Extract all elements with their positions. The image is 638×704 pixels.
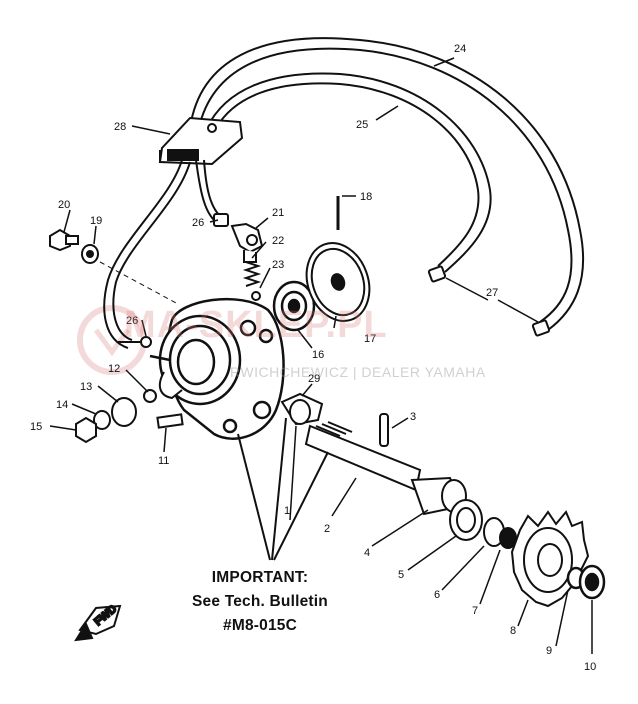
- important-pointer-lines: [237, 417, 329, 561]
- part-label-11: 11: [158, 455, 169, 467]
- fasteners: [49, 228, 184, 444]
- part-label-25: 25: [356, 119, 368, 131]
- part-label-26-lower: 26: [126, 315, 138, 327]
- important-note: IMPORTANT: See Tech. Bulletin #M8-015C: [160, 566, 360, 638]
- part-label-3: 3: [410, 411, 416, 423]
- watermark-subtext: RWICHCHEWICZ | DEALER YAMAHA: [230, 364, 486, 380]
- important-note-bulletin: #M8-015C: [223, 617, 297, 634]
- inlet-hose: [103, 159, 221, 349]
- part-label-20: 20: [58, 199, 70, 211]
- part-label-5: 5: [398, 569, 404, 581]
- part-label-4: 4: [364, 547, 370, 559]
- part-label-28: 28: [114, 121, 126, 133]
- part-label-24: 24: [454, 43, 466, 55]
- part-label-15: 15: [30, 421, 42, 433]
- watermark-text: MA-SKLEP.PL: [124, 304, 388, 346]
- part-label-17: 17: [364, 333, 376, 345]
- part-label-19: 19: [90, 215, 102, 227]
- part-label-12: 12: [108, 363, 120, 375]
- part-label-27: 27: [486, 287, 498, 299]
- part-label-23: 23: [272, 259, 284, 271]
- part-label-21: 21: [272, 207, 284, 219]
- part-label-14: 14: [56, 399, 68, 411]
- part-label-8: 8: [510, 625, 516, 637]
- part-label-16: 16: [312, 349, 324, 361]
- spring-and-pin: [242, 261, 262, 301]
- part-label-29: 29: [308, 373, 320, 385]
- part-label-22: 22: [272, 235, 284, 247]
- washers: [449, 499, 517, 549]
- part-label-6: 6: [434, 589, 440, 601]
- part-labels: 28 24 25 18 27 20 19 21 22 23 26 26 17 1…: [30, 43, 596, 673]
- important-note-reference: See Tech. Bulletin: [192, 593, 328, 610]
- drive-shaft: [280, 392, 422, 492]
- important-note-heading: IMPORTANT:: [211, 569, 309, 586]
- hose-end-fittings: [427, 265, 551, 337]
- delivery-hoses: [189, 37, 585, 331]
- pin-3: [379, 413, 389, 447]
- part-label-1: 1: [284, 505, 290, 517]
- bearing: [272, 280, 316, 332]
- part-label-7: 7: [472, 605, 478, 617]
- pump-lever: [143, 371, 183, 403]
- leader-lines: [49, 57, 593, 654]
- part-label-2: 2: [324, 523, 330, 535]
- part-label-13: 13: [80, 381, 92, 393]
- part-label-9: 9: [546, 645, 552, 657]
- oil-pump-body: [149, 297, 285, 440]
- drive-gear-17: [305, 242, 371, 322]
- alignment-line: [99, 261, 179, 305]
- fwd-arrow-icon: FWD: [74, 602, 122, 642]
- part-label-10: 10: [584, 661, 596, 673]
- nut-and-washer: [566, 564, 606, 600]
- part-label-18: 18: [360, 191, 372, 203]
- hose-clamp-bracket: [158, 116, 244, 166]
- drive-gear-8: [510, 510, 590, 608]
- part-label-26-upper: 26: [192, 217, 204, 229]
